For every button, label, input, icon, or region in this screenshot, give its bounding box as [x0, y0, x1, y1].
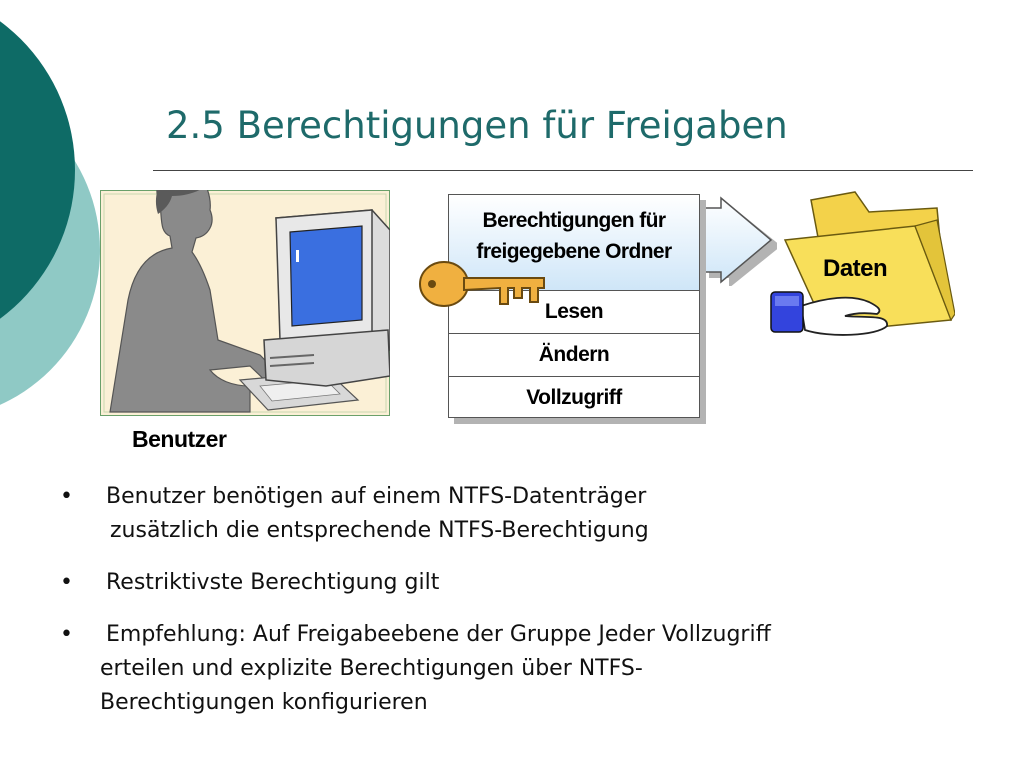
decorative-circle-dark [0, 21, 75, 319]
slide-title: 2.5 Berechtigungen für Freigaben [166, 104, 788, 147]
title-rule [153, 170, 973, 171]
bullet-marker: • [60, 622, 73, 647]
person-icon [109, 190, 292, 413]
bullet-text: zusätzlich die entsprechende NTFS-Berech… [110, 518, 649, 543]
bullet-text: Berechtigungen konfigurieren [100, 690, 428, 715]
permissions-box: Berechtigungen für freigegebene Ordner L… [448, 194, 700, 418]
permissions-title-line-1: Berechtigungen für [482, 209, 666, 232]
user-label: Benutzer [132, 426, 227, 452]
permissions-box-header: Berechtigungen für freigegebene Ordner [449, 195, 699, 290]
bullet-text: erteilen und explizite Berechtigungen üb… [100, 656, 643, 681]
permission-row-change: Ändern [449, 333, 699, 376]
bullet-text: Empfehlung: Auf Freigabeebene der Gruppe… [106, 622, 771, 647]
permissions-title-line-2: freigegebene Ordner [476, 240, 672, 263]
bullet-marker: • [60, 484, 73, 509]
decorative-circles [0, 21, 100, 405]
bullet-text: Benutzer benötigen auf einem NTFS-Datent… [106, 484, 647, 509]
permission-row-full-control: Vollzugriff [449, 376, 699, 419]
key-icon [419, 261, 545, 307]
user-at-computer-illustration [100, 190, 390, 416]
folder-with-hand-illustration [770, 191, 955, 336]
folder-label: Daten [823, 255, 888, 282]
arrow-right-icon [697, 196, 777, 286]
hand-icon [770, 291, 888, 336]
permission-row-read: Lesen [449, 290, 699, 333]
monitor-icon [275, 209, 390, 353]
computer-case-icon [263, 329, 390, 387]
bullet-text: Restriktivste Berechtigung gilt [106, 570, 440, 595]
permissions-box-title: Berechtigungen für freigegebene Ordner [449, 205, 699, 267]
bullet-marker: • [60, 570, 73, 595]
